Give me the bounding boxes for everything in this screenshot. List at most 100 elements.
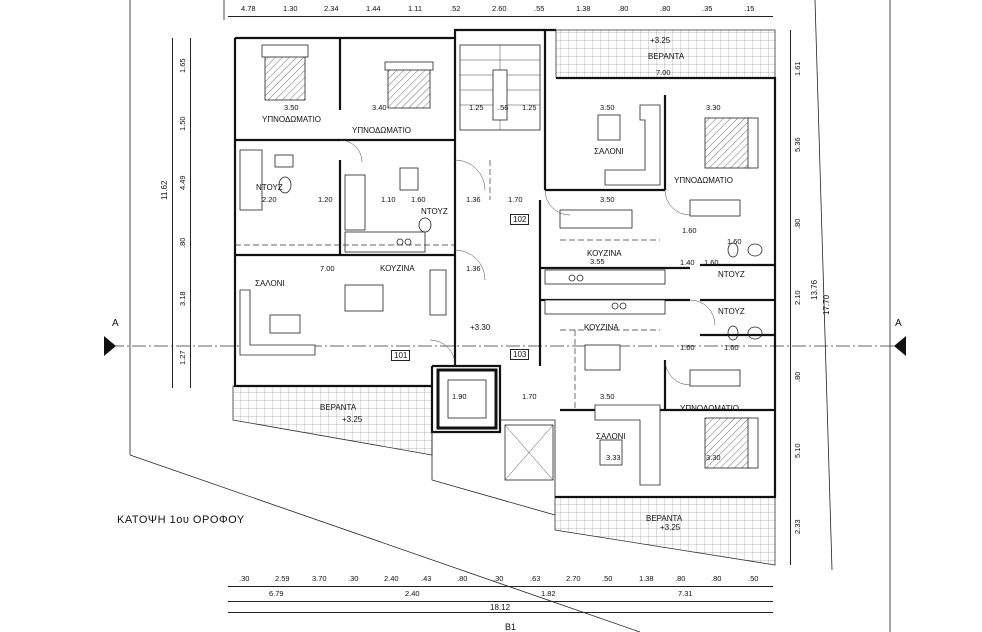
drawing-title: ΚΑΤΟΨΗ 1ου ΟΡΟΦΟΥ	[117, 514, 245, 526]
flat-number: 103	[510, 349, 530, 360]
inner-dim: 1.90	[452, 392, 467, 401]
dimension-right-mid: 13.76	[810, 279, 819, 300]
dimension-value: 3.18	[178, 291, 187, 306]
dimension-value: .80	[793, 371, 802, 382]
dimension-value: .63	[530, 574, 541, 583]
staircase	[459, 44, 554, 481]
dimension-value: .43	[421, 574, 432, 583]
room-label-living: ΣΑΛΟΝΙ	[255, 279, 285, 288]
dimension-value: .80	[618, 4, 629, 13]
dimension-value: .80	[660, 4, 671, 13]
dimension-value: .55	[534, 4, 545, 13]
dimension-column-left: 1.65 1.50 4.49 .80 3.18 1.27	[176, 38, 191, 388]
door-swings	[339, 139, 716, 386]
level-mark: +3.25	[660, 523, 681, 532]
dimension-value: 4.49	[178, 175, 187, 190]
inner-dim: 3.50	[600, 392, 615, 401]
dimension-value: 2.59	[275, 574, 290, 583]
dimension-value: 2.60	[492, 4, 507, 13]
dimension-value: 6.79	[269, 589, 284, 598]
dimension-value: .80	[675, 574, 686, 583]
dimension-value: .80	[178, 237, 187, 248]
inner-dim: 3.50	[600, 195, 615, 204]
inner-dim: 1.60	[682, 226, 697, 235]
bathroom-fixtures	[239, 149, 763, 387]
inner-dim: 1.60	[411, 195, 426, 204]
dimension-value: 3.70	[312, 574, 327, 583]
room-label-kitchen: ΚΟΥΖΙΝΑ	[380, 264, 415, 273]
inner-dim: 1.36	[466, 264, 481, 273]
inner-dim: 7.00	[320, 264, 335, 273]
room-label-bedroom: ΥΠΝΟΔΩΜΑΤΙΟ	[674, 176, 734, 185]
dimension-value: 1.50	[178, 116, 187, 131]
inner-dim: 1.70	[508, 195, 523, 204]
dimension-value: 2.34	[324, 4, 339, 13]
dimension-value: .30	[493, 574, 504, 583]
room-label-shower: ΝΤΟΥΖ	[256, 183, 283, 192]
inner-dim: 3.40	[372, 103, 387, 112]
inner-dim: 3.30	[706, 453, 721, 462]
dimension-value: 5.36	[793, 137, 802, 152]
dimension-value: 1.82	[541, 589, 556, 598]
dimension-value: 1.30	[283, 4, 298, 13]
inner-dim: 1.60	[727, 237, 742, 246]
dimension-line	[172, 38, 173, 388]
dimension-value: 1.65	[178, 58, 187, 73]
section-mark-bottom: B1	[505, 622, 517, 632]
dimension-value: .80	[793, 218, 802, 229]
inner-dim: 2.20	[262, 195, 277, 204]
dimension-value: 1.11	[408, 4, 423, 13]
inner-dim: 1.60	[724, 343, 739, 352]
room-label-bedroom: ΥΠΝΟΔΩΜΑΤΙΟ	[262, 115, 322, 124]
bed-icon	[387, 67, 431, 109]
inner-dim: 1.20	[318, 195, 333, 204]
inner-dim: 3.33	[606, 453, 621, 462]
dimension-total-right: 17.70	[822, 294, 831, 315]
flat-number: 102	[510, 214, 530, 225]
inner-dim: .56	[498, 103, 509, 112]
flat-number: 101	[391, 350, 411, 361]
dimension-value: 2.40	[384, 574, 399, 583]
outer-walls	[233, 28, 777, 516]
inner-dim: 1.25	[469, 103, 484, 112]
room-label-veranda: ΒΕΡΑΝΤΑ	[648, 52, 685, 61]
room-label-bedroom: ΥΠΝΟΔΩΜΑΤΙΟ	[680, 404, 740, 413]
room-label-kitchen: ΚΟΥΖΙΝΑ	[584, 323, 619, 332]
bed-icon	[704, 117, 751, 169]
dimension-value: 2.70	[566, 574, 581, 583]
dimension-value: .80	[711, 574, 722, 583]
lift-shaft	[436, 368, 498, 430]
dimension-value: 2.10	[793, 290, 802, 305]
dimension-value: 1.27	[178, 350, 187, 365]
room-label-living: ΣΑΛΟΝΙ	[594, 147, 624, 156]
bed-icon	[704, 417, 751, 469]
inner-dim: 3.50	[600, 103, 615, 112]
room-label-shower: ΝΤΟΥΖ	[718, 270, 745, 279]
dimension-value: .80	[457, 574, 468, 583]
dimension-value: .50	[748, 574, 759, 583]
dimension-value: .30	[239, 574, 250, 583]
inner-dim: 1.60	[680, 343, 695, 352]
inner-dim: 1.40	[680, 258, 695, 267]
dimension-value: 2.33	[793, 519, 802, 534]
room-label-kitchen: ΚΟΥΖΙΝΑ	[587, 249, 622, 258]
dimension-value: 5.10	[793, 443, 802, 458]
overhead-lines	[235, 160, 660, 410]
room-label-shower: ΝΤΟΥΖ	[421, 207, 448, 216]
dimension-value: 1.44	[366, 4, 381, 13]
veranda-left-area	[232, 385, 433, 456]
room-label-veranda: ΒΕΡΑΝΤΑ	[320, 403, 357, 412]
inner-dim: 3.55	[590, 257, 605, 266]
level-mark: +3.25	[342, 415, 363, 424]
bed-icon	[264, 54, 306, 101]
lift-car	[447, 379, 487, 419]
dimension-value: 1.38	[576, 4, 591, 13]
section-mark-left: A	[112, 318, 119, 329]
section-line-a	[104, 336, 906, 356]
dimension-total-left: 11.62	[160, 180, 169, 200]
inner-dim: 1.36	[466, 195, 481, 204]
dimension-value: 4.78	[241, 4, 256, 13]
